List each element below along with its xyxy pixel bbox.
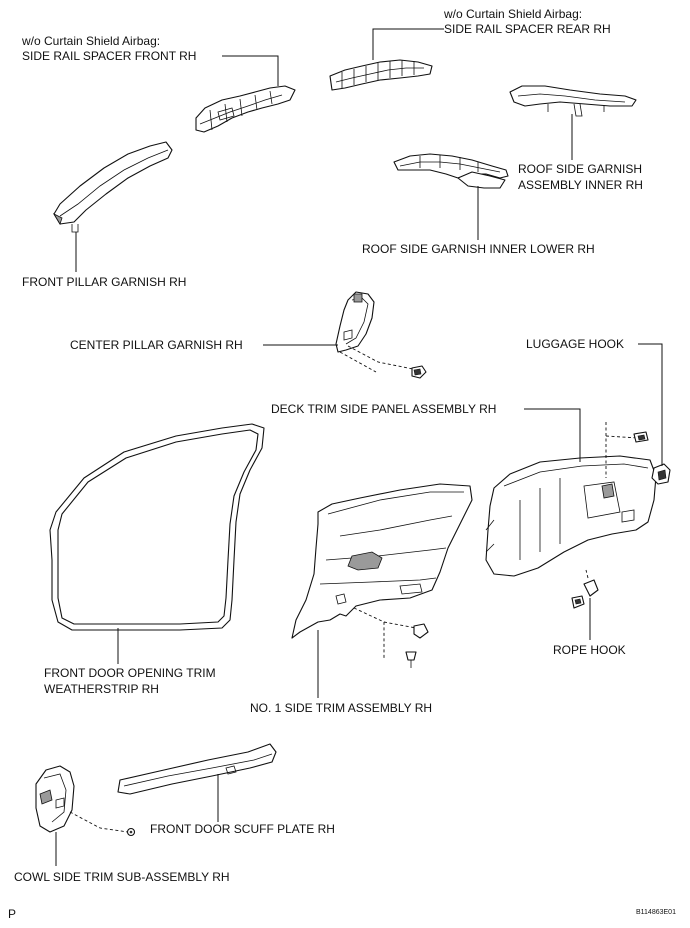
deck-trim-bolt-part [633, 431, 649, 443]
side-rail-spacer-front-part [195, 85, 296, 133]
no1-side-trim-part [291, 483, 473, 639]
front-pillar-garnish-part [52, 141, 173, 233]
label-front-door-opening-1: FRONT DOOR OPENING TRIM [44, 666, 216, 680]
figure-code: B114863E01 [636, 909, 676, 916]
center-pillar-garnish-part [335, 291, 375, 353]
center-pillar-clip-line [339, 345, 419, 373]
front-door-scuff-plate-part [117, 743, 277, 795]
cowl-clip-line [69, 811, 129, 833]
leader-luggage-hook [638, 343, 663, 466]
center-pillar-clip-part [411, 365, 427, 379]
side-trim-clip-parts [405, 623, 429, 668]
deck-trim-bolt-line [605, 422, 639, 478]
label-front-door-opening-2: WEATHERSTRIP RH [44, 682, 159, 696]
label-side-rail-rear: SIDE RAIL SPACER REAR RH [444, 22, 611, 36]
label-roof-side-garnish-inner-2: ASSEMBLY INNER RH [518, 178, 643, 192]
leader-side-rail-rear [372, 28, 444, 60]
label-center-pillar: CENTER PILLAR GARNISH RH [70, 338, 243, 352]
front-door-opening-trim-part [49, 423, 265, 631]
cowl-clip-part [126, 827, 136, 837]
side-trim-clip-line [353, 607, 417, 658]
page-marker: P [8, 907, 16, 921]
label-side-rail-rear-note: w/o Curtain Shield Airbag: [443, 7, 582, 21]
leader-side-rail-front [222, 55, 279, 86]
label-side-rail-front-note: w/o Curtain Shield Airbag: [21, 34, 160, 48]
roof-side-garnish-inner-part [509, 85, 637, 117]
label-no1-side-trim: NO. 1 SIDE TRIM ASSEMBLY RH [250, 701, 432, 715]
label-roof-side-garnish-lower: ROOF SIDE GARNISH INNER LOWER RH [362, 242, 595, 256]
label-roof-side-garnish-inner-1: ROOF SIDE GARNISH [518, 162, 642, 176]
cowl-side-trim-part [35, 765, 75, 833]
label-cowl-side-trim: COWL SIDE TRIM SUB-ASSEMBLY RH [14, 870, 230, 884]
label-side-rail-front: SIDE RAIL SPACER FRONT RH [22, 49, 196, 63]
label-scuff-plate: FRONT DOOR SCUFF PLATE RH [150, 822, 335, 836]
rope-hook-part [571, 569, 599, 609]
luggage-hook-part [651, 463, 671, 485]
label-luggage-hook: LUGGAGE HOOK [526, 337, 624, 351]
deck-trim-side-panel-part [485, 455, 657, 577]
label-deck-trim: DECK TRIM SIDE PANEL ASSEMBLY RH [271, 402, 496, 416]
side-rail-spacer-rear-part [329, 59, 433, 91]
label-front-pillar: FRONT PILLAR GARNISH RH [22, 275, 186, 289]
roof-side-garnish-inner-lower-part [393, 153, 509, 189]
leader-deck-trim [524, 408, 581, 462]
label-rope-hook: ROPE HOOK [553, 643, 626, 657]
